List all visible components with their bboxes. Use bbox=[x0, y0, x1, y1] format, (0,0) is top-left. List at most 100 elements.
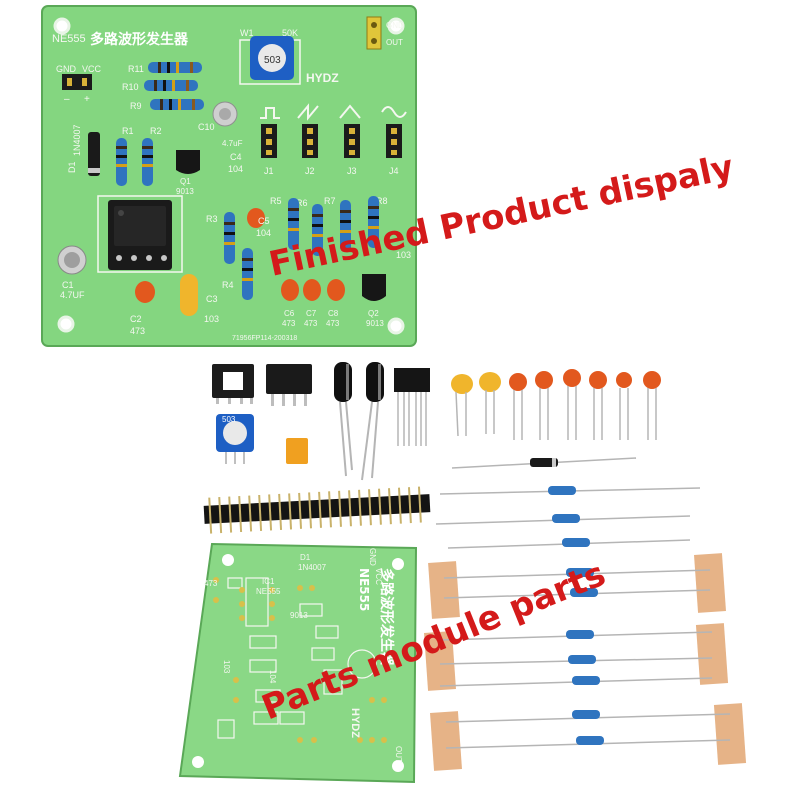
bare-d1-value: 1N4007 bbox=[298, 563, 327, 572]
socket-window bbox=[223, 372, 243, 390]
cap-lead bbox=[361, 401, 373, 481]
chip-pins-part bbox=[271, 394, 307, 406]
c1-label: C1 bbox=[62, 280, 74, 290]
c2-value: 473 bbox=[130, 326, 145, 336]
triangle-wave-icon bbox=[339, 104, 361, 119]
sine-wave-icon bbox=[381, 106, 407, 118]
bare-vcc-label: VCC bbox=[374, 568, 383, 585]
bare-c-value-2: 103 bbox=[222, 660, 231, 674]
r7-label: R7 bbox=[324, 196, 336, 206]
c10-label: C10 bbox=[198, 122, 215, 132]
pot-knob bbox=[258, 44, 286, 72]
cap-lead bbox=[371, 401, 379, 479]
d1-label: D1 bbox=[67, 161, 77, 173]
resistor-r3 bbox=[224, 212, 235, 264]
pot-value-label: 50K bbox=[282, 28, 298, 38]
d1-value: 1N4007 bbox=[72, 124, 82, 156]
pot-part-code: 503 bbox=[222, 415, 236, 424]
board-serial: 71956FP114-200318 bbox=[232, 335, 297, 342]
q2-value: 9013 bbox=[366, 319, 384, 328]
bare-c-value: 473 bbox=[204, 579, 218, 588]
resistor-r1 bbox=[116, 138, 127, 186]
pcb-bare bbox=[178, 542, 418, 784]
cap-lead bbox=[345, 401, 353, 471]
c3-label: C3 bbox=[206, 294, 218, 304]
transistor-q2 bbox=[362, 274, 386, 301]
cap-top bbox=[64, 252, 80, 268]
loose-parts: 503 bbox=[203, 362, 747, 771]
j4-label: J4 bbox=[389, 166, 399, 176]
c2-label: C2 bbox=[130, 314, 142, 324]
silk-outlines bbox=[217, 577, 377, 739]
out-header-pad bbox=[366, 16, 382, 50]
resistor-r4 bbox=[242, 248, 253, 300]
jumper-cap-part bbox=[286, 438, 308, 464]
pin-header-strip bbox=[203, 486, 431, 534]
diode-part bbox=[530, 458, 558, 467]
pin1-dot bbox=[118, 210, 124, 216]
resistor-r5 bbox=[288, 198, 299, 250]
j3-label: J3 bbox=[347, 166, 357, 176]
diode-d1 bbox=[88, 132, 100, 176]
pin-gnd-label: GND bbox=[386, 21, 404, 30]
cap-stripe bbox=[346, 364, 349, 400]
resistor-r9 bbox=[150, 99, 204, 110]
bare-brand: HYDZ bbox=[349, 708, 361, 738]
r4-label: R4 bbox=[222, 280, 234, 290]
mount-hole bbox=[57, 315, 75, 333]
capacitor-c2 bbox=[135, 281, 155, 303]
header-pin bbox=[67, 78, 72, 86]
jumper-j2 bbox=[302, 124, 318, 158]
sawtooth-wave-icon bbox=[297, 103, 319, 121]
film-cap-part bbox=[479, 372, 501, 392]
pin-out-label: OUT bbox=[386, 38, 403, 47]
bare-q-value: 9013 bbox=[290, 611, 308, 620]
r1-label: R1 bbox=[122, 126, 134, 136]
j2-label: J2 bbox=[305, 166, 315, 176]
cap-stripe bbox=[378, 364, 381, 400]
transistor-part bbox=[394, 368, 412, 392]
bare-gnd-label: GND bbox=[368, 548, 377, 566]
power-minus-label: – bbox=[64, 94, 70, 105]
square-wave-icon bbox=[260, 107, 280, 119]
bare-ic-value: NE555 bbox=[256, 587, 281, 596]
transistor-q1 bbox=[176, 150, 200, 174]
pot-part-legs bbox=[225, 452, 245, 464]
power-plus-label: + bbox=[84, 94, 90, 105]
pad-hole bbox=[371, 38, 377, 44]
capacitor-c6 bbox=[281, 279, 299, 301]
capacitor-c8 bbox=[327, 279, 345, 301]
c6-label: C6 bbox=[284, 309, 295, 318]
loose-resistors bbox=[435, 486, 701, 549]
r9-label: R9 bbox=[130, 101, 142, 111]
c5-label: C5 bbox=[258, 216, 270, 226]
pad-hole bbox=[371, 22, 377, 28]
mount-hole bbox=[53, 17, 71, 35]
film-cap-legs bbox=[455, 390, 495, 437]
resistor-r7 bbox=[340, 200, 351, 252]
cap-top bbox=[219, 108, 231, 120]
q1-label: Q1 bbox=[180, 177, 191, 186]
r2-label: R2 bbox=[150, 126, 162, 136]
cap-lead bbox=[339, 401, 347, 477]
capacitor-c7 bbox=[303, 279, 321, 301]
board-title-cn: 多路波形发生器 bbox=[90, 31, 189, 48]
pot-code-label: 503 bbox=[264, 55, 281, 66]
c8-value: 473 bbox=[326, 319, 340, 328]
electrolytic-cap-part bbox=[366, 362, 384, 402]
c4-value: 104 bbox=[228, 164, 243, 174]
transistor-legs bbox=[397, 392, 427, 446]
bare-ic-label: IC1 bbox=[262, 577, 275, 586]
r10-label: R10 bbox=[122, 82, 139, 92]
socket-pins-part bbox=[216, 398, 253, 404]
c7-label: C7 bbox=[306, 309, 317, 318]
bare-title-ic: NE555 bbox=[357, 568, 371, 611]
c6-value: 473 bbox=[282, 319, 296, 328]
resistor-r6 bbox=[312, 204, 323, 256]
jumper-j4 bbox=[386, 124, 402, 158]
ceramic-caps bbox=[509, 369, 661, 440]
diode-band bbox=[552, 458, 556, 467]
r8-label: R8 bbox=[376, 196, 388, 206]
capacitor-c3 bbox=[180, 274, 198, 316]
